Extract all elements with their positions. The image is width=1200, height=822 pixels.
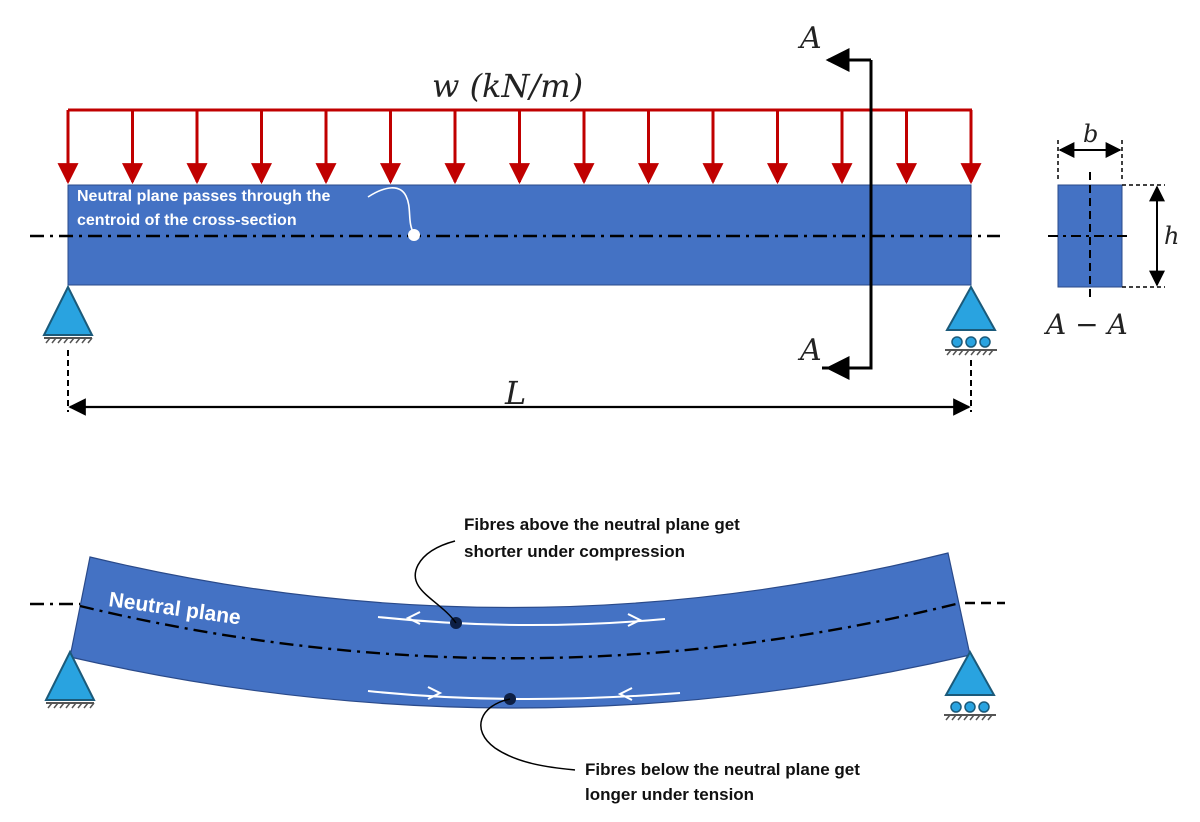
width-label: b bbox=[1083, 120, 1098, 148]
compression-line1: Fibres above the neutral plane get bbox=[464, 515, 740, 534]
span-label: L bbox=[504, 374, 526, 412]
compression-line2: shorter under compression bbox=[464, 542, 685, 561]
roller-support-right-deflected bbox=[944, 649, 996, 721]
neutral-note-line1: Neutral plane passes through the bbox=[77, 188, 330, 205]
neutral-note-leader bbox=[367, 187, 415, 235]
section-cut-marker bbox=[822, 48, 873, 380]
height-label: h bbox=[1164, 222, 1179, 250]
tension-line1: Fibres below the neutral plane get bbox=[585, 760, 860, 779]
pin-support-left bbox=[42, 284, 94, 344]
section-title: A − A bbox=[1043, 308, 1128, 341]
load-label: w (kN/m) bbox=[432, 67, 583, 105]
compression-leader bbox=[414, 540, 457, 624]
neutral-plane-curve bbox=[79, 601, 961, 660]
tension-leader bbox=[480, 698, 576, 771]
roller-support-right bbox=[945, 284, 997, 356]
distributed-load bbox=[57, 108, 982, 185]
cross-section bbox=[1048, 140, 1165, 298]
tension-line2: longer under tension bbox=[585, 785, 754, 804]
section-mark-bottom: A bbox=[797, 333, 822, 368]
neutral-note-line2: centroid of the cross-section bbox=[77, 212, 297, 229]
centroid-dot bbox=[408, 229, 420, 241]
section-mark-top: A bbox=[797, 21, 822, 56]
pin-support-left-deflected bbox=[44, 649, 96, 709]
